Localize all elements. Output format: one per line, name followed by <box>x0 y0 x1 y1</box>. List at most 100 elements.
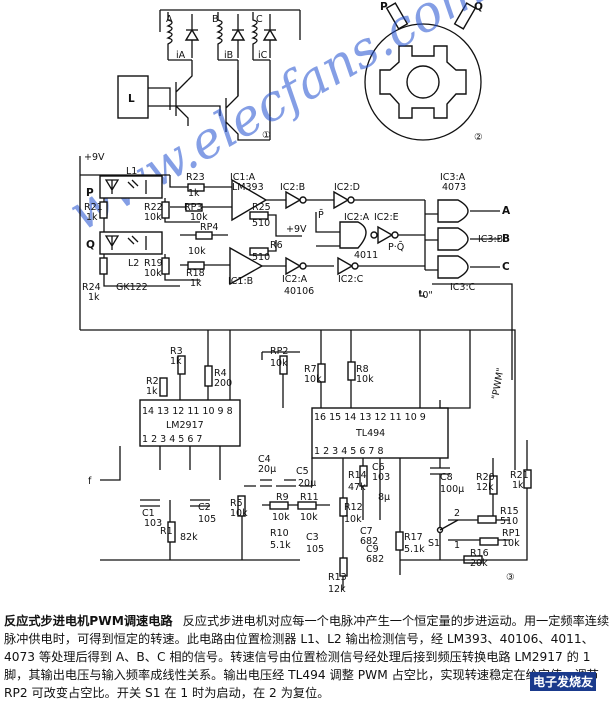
c9-value: 682 <box>366 554 384 565</box>
caption-block: 反应式步进电机PWM调速电路反应式步进电机对应每一个电脉冲产生一个恒定量的步进运… <box>4 612 611 704</box>
vcc-label: +9V <box>84 152 105 163</box>
rp4-value: 10k <box>188 246 206 257</box>
potentiometer-rp1 <box>479 537 499 546</box>
r8-label: R8 <box>356 364 369 375</box>
circle-2-label: ② <box>474 132 483 143</box>
lm2917-bottom-pins: 1 2 3 4 5 6 7 <box>142 434 202 445</box>
resistor-r3 <box>177 355 186 375</box>
winding-a <box>166 12 173 60</box>
opto-l1 <box>99 175 163 199</box>
c9-label: C9 <box>366 544 379 555</box>
c8-value: 100μ <box>440 484 464 495</box>
c7-label: C7 <box>360 526 373 537</box>
r1-value: 82k <box>180 532 198 543</box>
c4011-label: 4011 <box>354 250 378 261</box>
c4-label: C4 <box>258 454 271 465</box>
ic2d-label: IC2:D <box>334 182 360 193</box>
resistor-r4 <box>204 365 213 387</box>
c40106-label: 40106 <box>284 286 314 297</box>
c3-value: 105 <box>306 544 324 555</box>
tl494-top-pins: 16 15 14 13 12 11 10 9 <box>314 412 426 423</box>
r19-value: 10k <box>144 268 162 279</box>
r17-value: 5.1k <box>404 544 425 555</box>
rp3-label: RP3 <box>184 202 202 213</box>
output-c-label: C <box>502 261 510 273</box>
ic3a-label: IC3:A <box>440 172 466 183</box>
ic2b-label: IC2:B <box>280 182 305 193</box>
driver-block: L ① <box>117 60 271 141</box>
shaft-circle <box>406 65 440 99</box>
diode-b <box>230 14 246 58</box>
r24-label: R24 <box>82 282 101 293</box>
pbar-label: P̄ <box>318 209 324 221</box>
r10-value: 5.1k <box>270 540 291 551</box>
r5-label: R5 <box>230 498 243 509</box>
pqbar-label: P·Q̄ <box>388 241 404 253</box>
current-b-label: iB <box>224 50 233 61</box>
r12-value: 10k <box>344 514 362 525</box>
resistor-r24 <box>99 257 108 275</box>
c8-small-label: 8μ <box>378 492 390 503</box>
ic2e-label: IC2:E <box>374 212 399 223</box>
r4-label: R4 <box>214 368 227 379</box>
zero-label: "0" <box>418 290 433 301</box>
s1-label: S1 <box>428 538 440 549</box>
rp1-label: RP1 <box>502 528 520 539</box>
s1-pos2-label: 2 <box>454 508 460 519</box>
tl494-label: TL494 <box>355 428 385 439</box>
r16-value: 20k <box>470 558 488 569</box>
c7-value: 682 <box>360 536 378 547</box>
r8-value: 10k <box>356 374 374 385</box>
lm2917-chip <box>139 399 241 447</box>
c5-value: 20μ <box>298 478 316 489</box>
r14-value: 47k <box>348 482 366 493</box>
lm2917-label: LM2917 <box>166 420 204 431</box>
output-b-label: B <box>502 233 510 245</box>
comparator-ic1a: IC1:A LM393 <box>230 172 268 222</box>
r24-value: 1k <box>88 292 100 303</box>
resistor-r22 <box>161 201 170 219</box>
c3-label: C3 <box>306 532 319 543</box>
diode-a <box>184 14 200 58</box>
c1-value: 103 <box>144 518 162 529</box>
ic3c-label: IC3:C <box>450 282 476 293</box>
p-input-label: P <box>86 187 94 199</box>
lm2917-top-pins: 14 13 12 11 10 9 8 <box>142 406 233 417</box>
inverter-ic2c: IC2:C <box>337 256 364 285</box>
rotor-drawing: P Q ② <box>364 1 483 143</box>
r19-label: R19 <box>144 258 163 269</box>
r3-value: 1k <box>170 356 182 367</box>
output-a-label: A <box>502 205 511 217</box>
resistor-r19 <box>161 257 170 275</box>
controller-label: L <box>128 93 135 105</box>
rp3-value: 10k <box>190 212 208 223</box>
caption-title: 反应式步进电机PWM调速电路 <box>4 614 173 628</box>
ic2c-label: IC2:C <box>338 274 364 285</box>
f-input-label: f <box>88 476 92 487</box>
r21b-value: 1k <box>512 480 524 491</box>
rp2-value: 10k <box>270 358 288 369</box>
r14-label: R14 <box>348 470 367 481</box>
r13-value: 12k <box>328 584 346 595</box>
r23-label: R23 <box>186 172 205 183</box>
r25-label: R25 <box>252 202 271 213</box>
comparator-ic1b: IC1:B <box>228 246 264 287</box>
tl494-bottom-pins: 1 2 3 4 5 6 7 8 <box>314 446 384 457</box>
and-gate-ic3c: IC3:C <box>437 255 476 293</box>
sensor-q-label: Q <box>474 1 483 13</box>
resistor-r9 <box>269 501 289 510</box>
circle-1-label: ① <box>262 130 271 141</box>
watermark-text: www.elecfans.com <box>59 0 494 242</box>
r7-label: R7 <box>304 364 317 375</box>
r11-value: 10k <box>300 512 318 523</box>
winding-b <box>216 12 223 60</box>
ic2a-label: IC2:A <box>344 212 370 223</box>
potentiometer-rp4 <box>195 231 213 240</box>
r18-value: 1k <box>190 278 202 289</box>
phase-b-label: B <box>212 14 219 25</box>
diode-c <box>262 14 278 58</box>
corner-watermark: 电子发烧友 <box>530 672 597 691</box>
resistor-r1 <box>167 521 176 543</box>
nand-ic2a: IC2:A 4011 <box>339 212 378 261</box>
controller-box <box>117 75 149 119</box>
